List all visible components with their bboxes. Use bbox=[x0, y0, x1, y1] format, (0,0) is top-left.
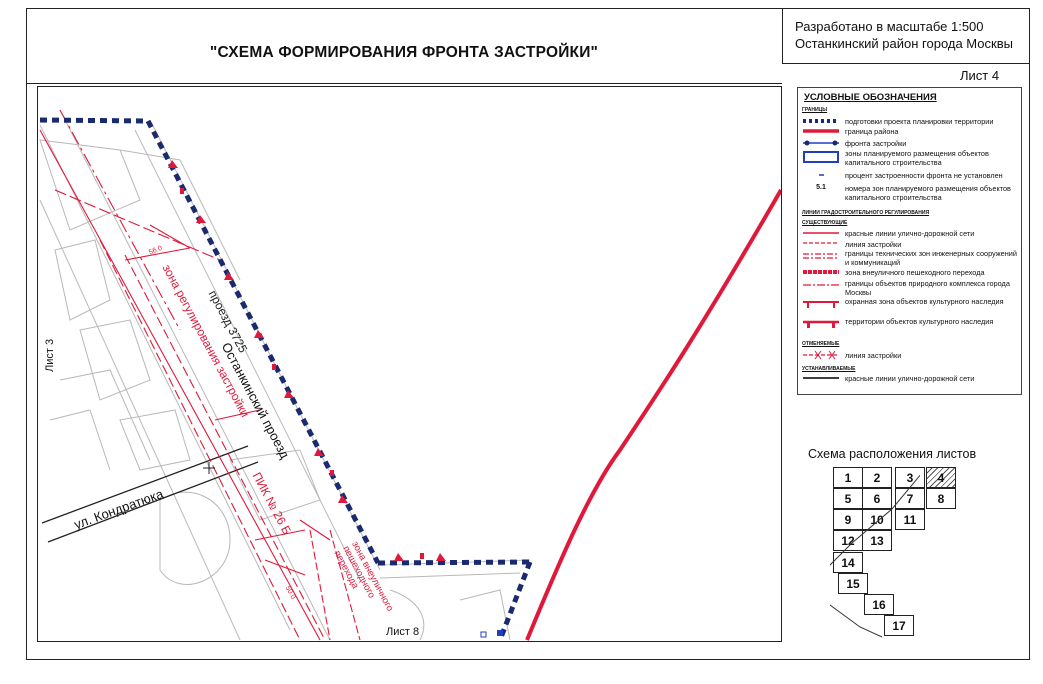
sheet-scheme-title: Схема расположения листов bbox=[808, 447, 977, 461]
sheet-cell-10[interactable]: 10 bbox=[862, 509, 892, 530]
legend-item-crossing: зона внеуличного пешеходного перехода bbox=[845, 268, 985, 277]
legend-item-heritage: территории объектов культурного наследия bbox=[845, 317, 994, 326]
stamp-block: Разработано в масштабе 1:500 Останкински… bbox=[782, 8, 1030, 64]
sheet-cell-6[interactable]: 6 bbox=[862, 488, 892, 509]
red-dashed-line-icon bbox=[803, 238, 839, 248]
sheet-cell-7[interactable]: 7 bbox=[895, 488, 925, 509]
navy-dashed-line-icon bbox=[803, 116, 839, 126]
legend-item-heritage-zone: охранная зона объектов культурного насле… bbox=[845, 297, 1004, 306]
legend-item-planning: подготовки проекта планировки территории bbox=[845, 117, 994, 126]
red-crossed-line-icon bbox=[803, 350, 839, 360]
sheet-label-bottom: Лист 8 bbox=[386, 626, 420, 638]
stamp-district: Останкинский район города Москвы bbox=[795, 36, 1013, 51]
black-line-icon bbox=[803, 373, 839, 383]
sheet-cell-8[interactable]: 8 bbox=[926, 488, 956, 509]
sheet-cell-16[interactable]: 16 bbox=[864, 594, 894, 615]
sheet-cell-3[interactable]: 3 bbox=[895, 467, 925, 488]
stamp-scale: Разработано в масштабе 1:500 bbox=[795, 19, 984, 34]
legend-section-borders: границы bbox=[802, 107, 828, 113]
short-dash-icon bbox=[803, 170, 839, 180]
page-title: "СХЕМА ФОРМИРОВАНИЯ ФРОНТА ЗАСТРОЙКИ" bbox=[209, 44, 599, 61]
legend-item-red-lines: красные линии улично-дорожной сети bbox=[845, 229, 975, 238]
legend-item-front: фронта застройки bbox=[845, 139, 907, 148]
sheet-label-left: Лист 3 bbox=[44, 338, 56, 372]
sheet-cell-14[interactable]: 14 bbox=[833, 552, 863, 573]
sheet-number: Лист 4 bbox=[960, 68, 1000, 83]
legend-section-lines: линии градостроительного регулирования bbox=[802, 210, 930, 216]
legend-item-zone-numbers: номера зон планируемого размещения объек… bbox=[845, 184, 1011, 202]
drawing-frame bbox=[26, 8, 1030, 660]
zone-number-icon: 5.1 bbox=[816, 184, 826, 191]
legend-item-build-line: линия застройки bbox=[845, 240, 902, 249]
legend-item-tech-zones: границы технических зон инженерных соору… bbox=[845, 249, 1017, 267]
sheet-cell-11[interactable]: 11 bbox=[895, 509, 925, 530]
sheet-scheme-route bbox=[830, 474, 920, 638]
legend-item-zones: зоны планируемого размещения объектов ка… bbox=[845, 149, 989, 167]
legend-box bbox=[797, 87, 1022, 395]
red-tech-zone-icon bbox=[803, 251, 839, 261]
sheet-cell-15[interactable]: 15 bbox=[838, 573, 868, 594]
legend-section-established: устанавливаемые bbox=[802, 366, 856, 372]
legend-section-existing: существующие bbox=[802, 220, 848, 226]
red-nature-icon bbox=[803, 280, 839, 290]
blue-dotted-front-icon bbox=[803, 138, 839, 148]
sheet-cell-13[interactable]: 13 bbox=[862, 530, 892, 551]
red-line-icon bbox=[803, 228, 839, 238]
legend-item-new-red-lines: красные линии улично-дорожной сети bbox=[845, 374, 975, 383]
map-canvas bbox=[39, 109, 781, 641]
legend-section-cancelled: отменяемые bbox=[802, 341, 840, 347]
legend-item-percent: процент застроенности фронта не установл… bbox=[845, 171, 1003, 180]
sheet-cell-2[interactable]: 2 bbox=[862, 467, 892, 488]
sheet-cell-17[interactable]: 17 bbox=[884, 615, 914, 636]
sheet-cell-4-current[interactable]: 4 bbox=[926, 467, 956, 488]
red-thick-line-icon bbox=[803, 126, 839, 136]
red-heritage-zone-icon bbox=[803, 299, 839, 309]
map-frame bbox=[37, 86, 782, 642]
blue-rectangle-icon bbox=[803, 151, 839, 163]
red-crossing-zone-icon bbox=[803, 267, 839, 277]
title-block bbox=[26, 8, 782, 84]
legend-item-district: граница района bbox=[845, 127, 899, 136]
legend-item-cancelled-build-line: линия застройки bbox=[845, 351, 902, 360]
red-heritage-icon bbox=[803, 319, 839, 329]
legend-item-nature: границы объектов природного комплекса го… bbox=[845, 279, 1010, 297]
district-boundary bbox=[525, 188, 781, 641]
legend-title: УСЛОВНЫЕ ОБОЗНАЧЕНИЯ bbox=[804, 92, 937, 103]
